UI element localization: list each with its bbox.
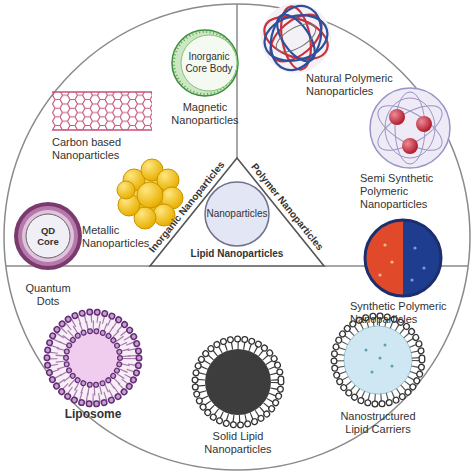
core-label: QD Core (33, 225, 63, 247)
aqueous-core (67, 332, 119, 384)
center-circle: Nanoparticles (204, 181, 270, 247)
drug-ball (402, 138, 418, 154)
category-triangle: Inorganic NanoparticlesPolymer Nanoparti… (150, 158, 324, 266)
carbon-nanotube (52, 92, 152, 130)
liposome-drawing (47, 312, 139, 404)
polymer-chain (371, 97, 448, 159)
core-dot (391, 365, 394, 368)
dot-ring (18, 206, 78, 266)
lipid-heads (66, 331, 120, 385)
nanotube-wall (52, 92, 152, 130)
synthetic-particle (364, 219, 442, 297)
lipid-heads (334, 316, 422, 404)
solid-core (205, 349, 271, 415)
drug-ball (389, 109, 405, 125)
particle-label: Synthetic Polymeric Nanoparticles (350, 300, 465, 326)
particle-label: Solid Lipid Nanoparticles (193, 430, 283, 456)
core-dot (384, 344, 387, 347)
lipid-heads (334, 316, 422, 404)
nanotube-edge (52, 129, 152, 130)
particle-label: Quantum Dots (18, 282, 78, 308)
metal-lobe (137, 182, 163, 208)
lipid-tails (60, 325, 126, 391)
quantum-dot: QD CoreQuantum Dots (14, 202, 82, 270)
nlc-drawing (334, 316, 422, 404)
lipid-tails (340, 322, 416, 398)
particle-border (365, 220, 441, 296)
magnetic-shell (172, 30, 238, 96)
dot-ring (26, 214, 70, 258)
polymer-chain (272, 18, 320, 57)
particle-label: Magnetic Nanoparticles (165, 101, 245, 127)
particle-label: Metallic Nanoparticles (82, 224, 154, 250)
polymer-chain (371, 97, 448, 159)
lipid-heads (195, 339, 281, 425)
lipid-tails (53, 318, 133, 398)
particle-dot (383, 243, 386, 246)
polymer-chain (385, 98, 435, 158)
particle-dot (413, 246, 416, 249)
polymer-tangle (258, 0, 333, 77)
particle-label: Nanostructured Lipid Carriers (332, 410, 424, 436)
particle-half (364, 219, 403, 297)
drug-ball (416, 116, 432, 132)
sector-divider (6, 265, 150, 267)
outer-circle (4, 4, 470, 470)
core-dot (371, 371, 374, 374)
mixed-core (344, 326, 412, 394)
particle-half (403, 219, 442, 297)
category-label: Lipid Nanoparticles (182, 247, 292, 261)
lipid-heads (47, 312, 139, 404)
semi-synthetic-particle (370, 88, 450, 168)
lipid-heads (47, 312, 139, 404)
metal-lobe (117, 181, 135, 199)
polymer-chain (262, 0, 330, 77)
polymer-chain (270, 8, 322, 67)
magnetic-particle: Inorganic Core BodyMagnetic Nanoparticle… (171, 29, 239, 97)
lipid-heads (66, 331, 120, 385)
solid-lipid-drawing (195, 339, 281, 425)
particle-dot (390, 260, 393, 263)
particle-dot (422, 266, 425, 269)
particle-dot (410, 278, 413, 281)
bilayer-back (47, 312, 139, 404)
magnetic-texture (174, 32, 236, 94)
particle-label: Natural Polymeric Nanoparticles (306, 72, 416, 98)
particle-label: Liposome (53, 408, 133, 421)
lipid-tails (201, 345, 275, 419)
inorganic-core (181, 35, 237, 91)
sector-divider (236, 4, 238, 158)
particle-label: Carbon based Nanoparticles (52, 136, 152, 162)
core-label: Inorganic Core Body (182, 51, 236, 75)
dot-ring (22, 210, 74, 262)
particle-halves (364, 219, 442, 297)
nanotube-edge (52, 91, 152, 92)
lipid-heads (195, 339, 281, 425)
dot-ring (14, 202, 82, 270)
particle-label: Semi Synthetic Polymeric Nanoparticles (360, 172, 448, 211)
core-dot (379, 357, 382, 360)
particle-dot (378, 273, 381, 276)
particle-shell (370, 88, 450, 168)
center-label: Nanoparticles (197, 207, 277, 221)
core-dot (365, 349, 368, 352)
